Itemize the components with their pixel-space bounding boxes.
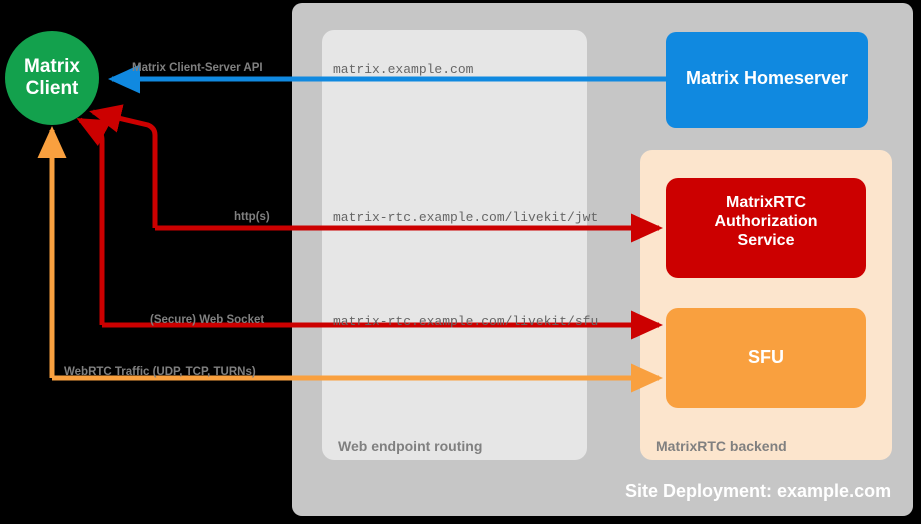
edge-label-client-server-api: Matrix Client-Server API [132,62,263,74]
site-deployment-label: Site Deployment: example.com [625,481,892,501]
edge-label-webrtc-traffic: WebRTC Traffic (UDP, TCP, TURNs) [64,366,256,378]
edge-websocket-to-client [76,117,112,325]
edge-https-to-client [89,104,158,228]
endpoint-label-matrix-host: matrix.example.com [333,62,474,77]
node-sfu[interactable] [666,308,866,408]
group-caption-web-endpoint-routing: Web endpoint routing [338,438,483,454]
node-matrixrtc-authorization-service[interactable] [666,178,866,278]
node-matrix-homeserver[interactable] [666,32,868,128]
edge-label-https: http(s) [234,211,270,223]
endpoint-label-livekit-jwt: matrix-rtc.example.com/livekit/jwt [333,210,599,225]
edge-label-web-socket: (Secure) Web Socket [150,314,265,326]
endpoint-label-livekit-sfu: matrix-rtc.example.com/livekit/sfu [333,314,599,329]
web-endpoint-routing-panel [322,30,587,460]
group-caption-matrixrtc-backend: MatrixRTC backend [656,438,787,454]
node-matrix-client[interactable] [5,31,99,125]
